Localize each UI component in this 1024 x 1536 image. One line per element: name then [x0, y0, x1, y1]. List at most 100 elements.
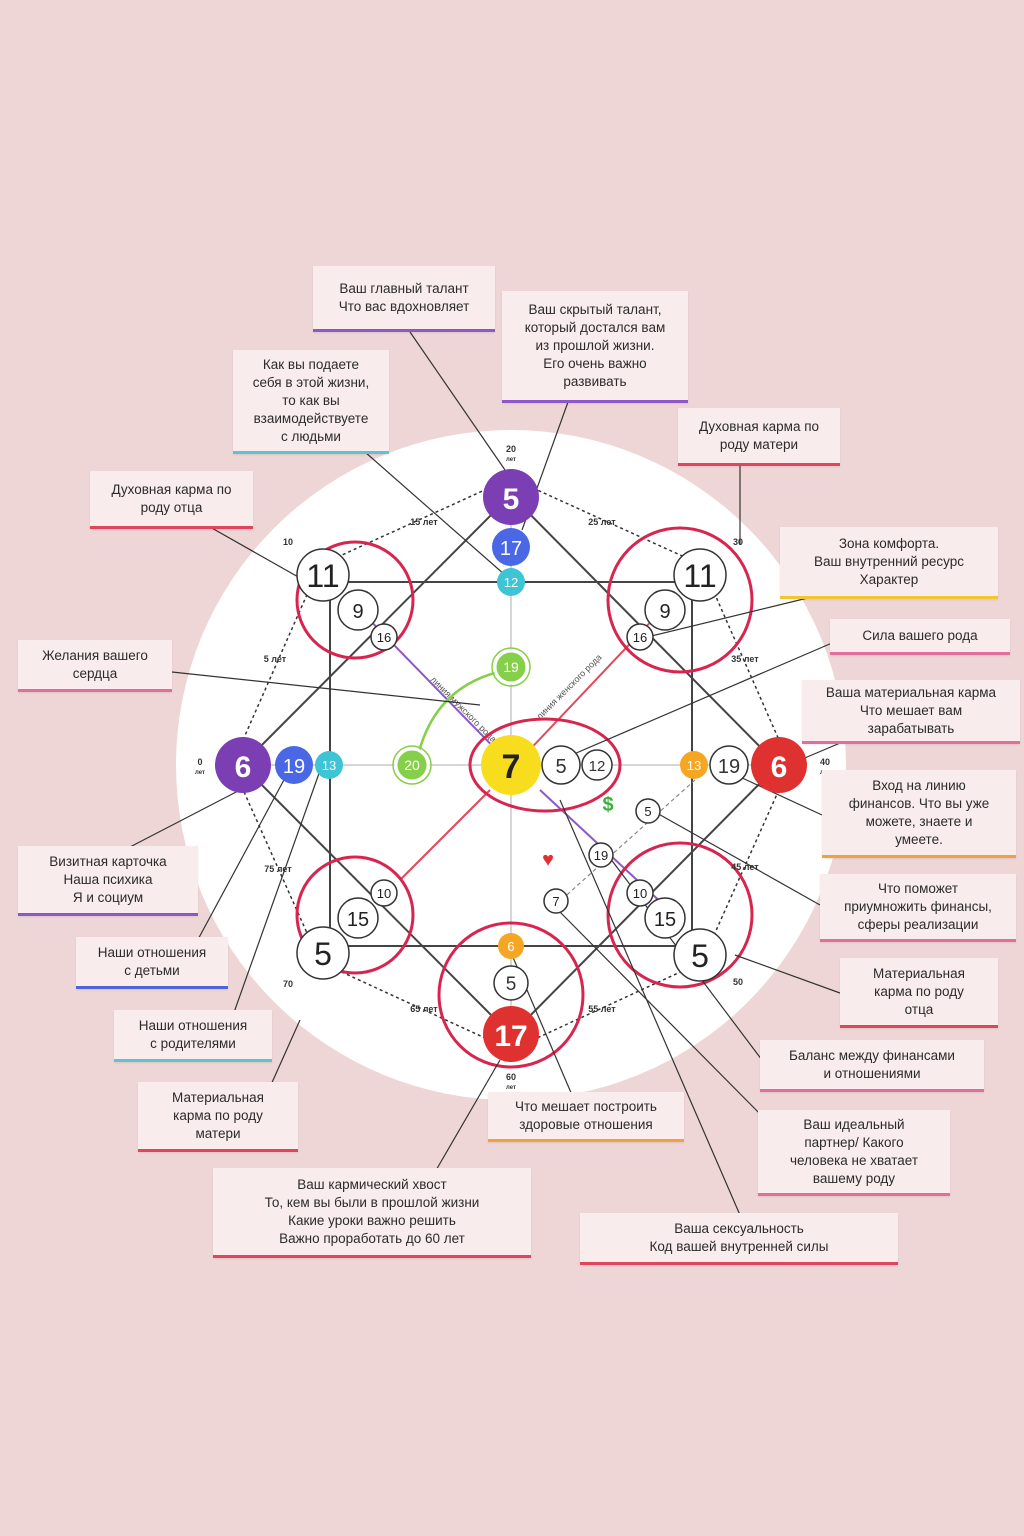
node-tr-small-value: 16 — [633, 630, 647, 645]
pointer-karma-mother — [269, 1019, 301, 1088]
age-30: 30 — [733, 537, 743, 547]
node-right — [751, 737, 807, 793]
dollar-icon: $ — [602, 794, 613, 816]
ring-top-left — [295, 540, 415, 660]
node-left-cyan-value: 13 — [322, 758, 336, 773]
age-35: 35 лет — [731, 654, 759, 664]
label-business-card: Визитная карточка Наша психика Я и социу… — [18, 846, 198, 916]
ring-top-right — [606, 526, 754, 674]
label-healthy-relations: Что мешает построить здоровые отношения — [488, 1092, 684, 1142]
green-arc — [414, 670, 499, 766]
node-bl-big — [296, 926, 350, 980]
node-green-top-value: 19 — [503, 659, 519, 675]
label-parents-relations: Наши отношения с родителями — [114, 1010, 272, 1062]
node-right-inner-value: 19 — [718, 756, 740, 778]
node-left-blue — [275, 746, 313, 784]
pointer-family-power — [559, 642, 833, 761]
age-25: 25 лет — [588, 517, 616, 527]
node-tl-small-value: 16 — [377, 630, 391, 645]
node-center-a — [541, 745, 581, 785]
node-tl-mid-value: 9 — [352, 601, 363, 623]
pointer-sexuality — [559, 799, 741, 1216]
node-green-left — [394, 747, 430, 783]
label-material-karma: Ваша материальная карма Что мешает вам з… — [802, 680, 1020, 744]
node-tl-big — [296, 548, 350, 602]
pointer-karmic-tail — [434, 1059, 501, 1173]
age-0: 0 — [197, 757, 202, 767]
label-main-talent: Ваш главный талант Что вас вдохновляет — [313, 266, 495, 332]
node-fin-2-value: 19 — [594, 848, 608, 863]
node-bottom-value: 17 — [494, 1020, 527, 1053]
node-br-big — [673, 928, 727, 982]
pointer-business-card — [127, 789, 241, 849]
node-bottom-orange-value: 6 — [507, 939, 514, 954]
label-karmic-tail: Ваш кармический хвост То, кем вы были в … — [213, 1168, 531, 1258]
pointer-ideal-partner — [559, 911, 769, 1123]
age-55: 55 лет — [588, 1004, 616, 1014]
age-65: 65 лет — [410, 1004, 438, 1014]
node-bl-small — [370, 879, 398, 907]
pointer-karma-father — [734, 954, 841, 994]
node-tr-mid — [644, 589, 686, 631]
node-left — [215, 737, 271, 793]
node-tr-small — [626, 623, 654, 651]
node-top-blue — [492, 528, 530, 566]
node-bl-small-value: 10 — [377, 886, 391, 901]
node-br-small-value: 10 — [633, 886, 647, 901]
age-10: 10 — [283, 537, 293, 547]
node-tr-big — [673, 548, 727, 602]
node-green-top-ring — [491, 647, 531, 687]
node-green-left-ring — [392, 745, 432, 785]
ring-center — [468, 717, 622, 813]
node-fin-1 — [635, 798, 661, 824]
node-br-mid-value: 15 — [654, 909, 676, 931]
node-green-left-value: 20 — [404, 757, 420, 773]
node-left-cyan — [315, 751, 343, 779]
node-green-top — [493, 649, 529, 685]
node-center — [481, 735, 541, 795]
label-family-power: Сила вашего рода — [830, 619, 1010, 655]
label-multiply-finance: Что поможет приумножить финансы, сферы р… — [820, 874, 1016, 942]
age-75: 75 лет — [264, 864, 292, 874]
label-finance-entry: Вход на линию финансов. Что вы уже может… — [822, 770, 1016, 858]
label-comfort-zone: Зона комфорта. Ваш внутренний ресурс Хар… — [780, 527, 998, 599]
node-left-blue-value: 19 — [283, 756, 305, 778]
label-spiritual-karma-father: Духовная карма по роду отца — [90, 471, 253, 529]
age-5: 5 лет — [264, 654, 287, 664]
ring-bottom-right — [606, 841, 754, 989]
age-70: 70 — [283, 979, 293, 989]
pointer-comfort-zone — [634, 594, 821, 641]
pointer-heart-desires — [171, 671, 481, 706]
age-unit-left: лет — [195, 770, 205, 776]
node-br-big-value: 5 — [691, 938, 709, 974]
node-top-value: 5 — [503, 483, 520, 516]
ring-bottom-left — [295, 855, 415, 975]
node-top-cyan — [497, 568, 525, 596]
node-fin-3 — [543, 888, 569, 914]
age-unit-bottom: лет — [506, 1085, 516, 1091]
node-tl-big-value: 11 — [306, 558, 339, 594]
node-right-inner — [709, 745, 749, 785]
age-15: 15 лет — [410, 517, 438, 527]
age-45: 45 лет — [731, 862, 759, 872]
node-right-orange-value: 13 — [687, 758, 701, 773]
node-br-small — [626, 879, 654, 907]
label-material-karma-father: Материальная карма по роду отца — [840, 958, 998, 1028]
node-br-mid — [644, 897, 686, 939]
node-fin-3-value: 7 — [552, 894, 559, 909]
finance-dashed-line — [549, 779, 696, 911]
pointer-parents — [231, 764, 323, 1019]
node-bottom-mid-value: 5 — [506, 974, 517, 995]
node-bottom-orange — [498, 933, 524, 959]
pointer-spiritual-father — [209, 526, 301, 579]
node-bottom — [483, 1006, 539, 1062]
pointer-self-presentation — [364, 451, 506, 576]
center-arrow — [399, 789, 491, 881]
age-50: 50 — [733, 977, 743, 987]
node-center-b-value: 12 — [589, 758, 606, 775]
pointer-multiply-finance — [654, 811, 821, 906]
age-0-top: 20 — [506, 444, 516, 454]
label-spiritual-karma-mother: Духовная карма по роду матери — [678, 408, 840, 466]
node-bl-mid — [337, 897, 379, 939]
